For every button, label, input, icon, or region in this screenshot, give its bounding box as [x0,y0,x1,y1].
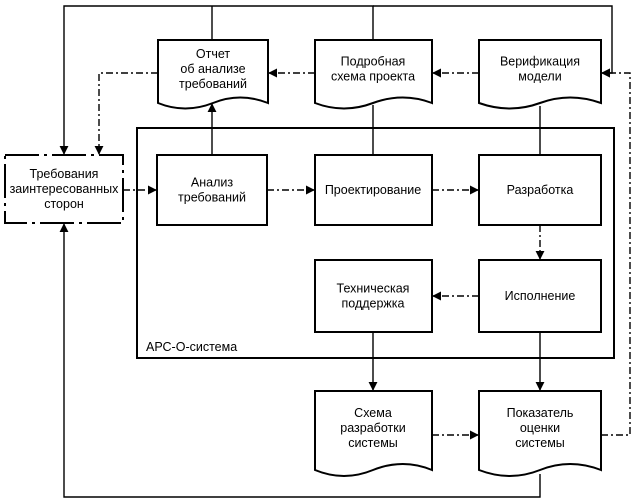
label-line: Требования [30,167,99,181]
label-line: Схема [354,406,392,420]
arrow-indicator-to-verification [601,68,631,436]
loop-indicator-to-stakeholder [59,223,541,498]
design-box: Проектирование [314,154,433,226]
label-line: заинтересованных [10,182,120,196]
label-line: Техническая [337,282,410,296]
development-box: Разработка [478,154,602,226]
label-line: Анализ [191,176,233,190]
connectors [59,5,631,498]
label-line: поддержка [342,297,405,311]
arrow-report-to-stakeholder [94,72,158,155]
label-line: Верификация [500,55,580,69]
label-line: сторон [44,197,84,211]
system-boundary [136,127,615,359]
label-line: оценки [520,421,560,435]
svg-text:Исполнение: Исполнение [505,289,576,303]
loop-top-to-stakeholder [59,5,374,155]
execution-box: Исполнение [478,259,602,333]
label-line: об анализе [180,62,245,76]
label-line: Исполнение [505,289,576,303]
label-line: Отчет [196,47,230,61]
label-line: модели [518,70,561,84]
label-line: Проектирование [325,183,421,197]
svg-text:Разработка: Разработка [507,183,574,197]
label-line: требований [178,191,246,205]
label-line: системы [515,436,565,450]
label-line: Подробная [341,55,406,69]
system-label: АРС-О-система [146,340,237,354]
svg-text:Проектирование: Проектирование [325,183,421,197]
label-line: Показатель [507,406,574,420]
label-line: системы [348,436,398,450]
label-line: разработки [340,421,405,435]
label-line: Разработка [507,183,574,197]
label-line: требований [179,77,247,91]
label-line: схема проекта [331,70,415,84]
